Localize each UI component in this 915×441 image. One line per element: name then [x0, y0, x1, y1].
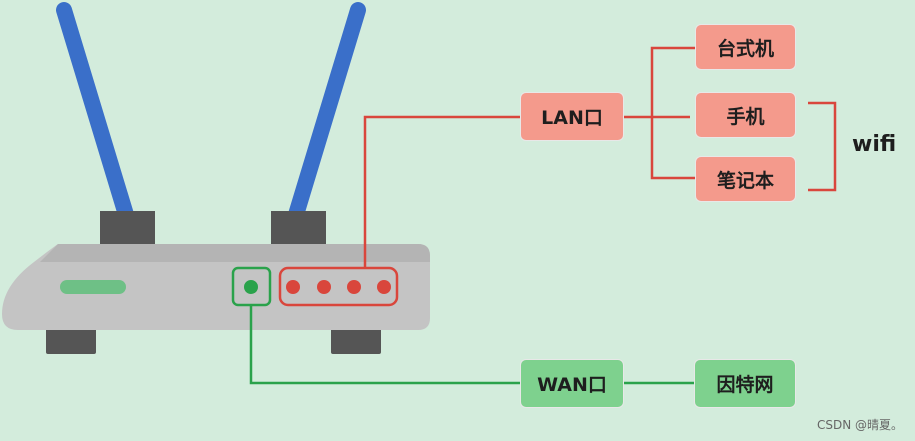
- wan-port-dot: [244, 280, 258, 294]
- phone-node: 手机: [695, 92, 796, 138]
- status-indicator-bar: [60, 280, 126, 294]
- laptop-node: 笔记本: [695, 156, 796, 202]
- left-antenna-base: [100, 211, 155, 246]
- wifi-label: wifi: [852, 132, 897, 157]
- lan-port-dot-4: [377, 280, 391, 294]
- lan-ports-frame: [278, 266, 399, 307]
- lan-connector-line: [363, 115, 520, 268]
- wifi-bracket: [808, 101, 837, 192]
- watermark: CSDN @晴夏。: [816, 418, 903, 432]
- lan-port-dot-2: [317, 280, 331, 294]
- right-antenna: [287, 2, 366, 226]
- lan-port-dot-1: [286, 280, 300, 294]
- left-antenna: [56, 2, 135, 226]
- right-antenna-base: [271, 211, 326, 246]
- router-body: [2, 244, 430, 330]
- lan-port-node: LAN口: [520, 92, 624, 141]
- desktop-node: 台式机: [695, 24, 796, 70]
- lan-branch-tree: [650, 46, 695, 180]
- router-body-highlight: [40, 244, 430, 262]
- internet-node: 因特网: [694, 359, 796, 408]
- wan-connector-line: [249, 305, 520, 385]
- wan-port-node: WAN口: [520, 359, 624, 408]
- lan-port-dot-3: [347, 280, 361, 294]
